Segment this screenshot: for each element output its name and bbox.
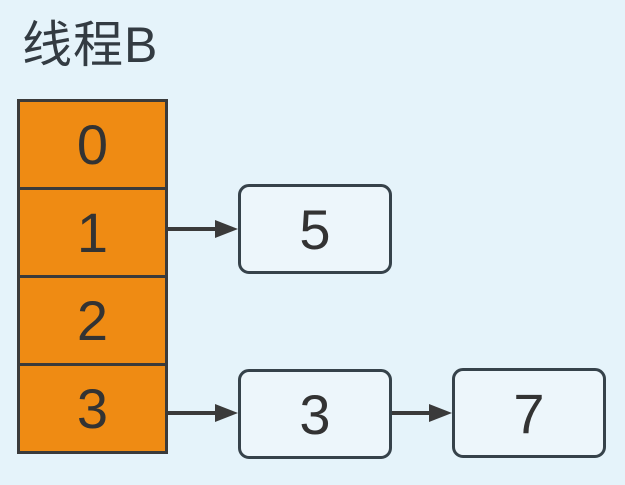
- arrow-bucket3-to-node3: [168, 404, 238, 422]
- arrow-shaft: [392, 411, 429, 415]
- hash-bucket-array: 0 1 2 3: [17, 99, 168, 454]
- list-node-5: 5: [238, 184, 392, 274]
- arrowhead-icon: [215, 220, 238, 238]
- list-node-3: 3: [238, 369, 392, 459]
- arrow-shaft: [168, 411, 215, 415]
- arrow-shaft: [168, 227, 215, 231]
- bucket-2: 2: [17, 275, 168, 366]
- list-node-7: 7: [452, 368, 606, 458]
- arrowhead-icon: [429, 404, 452, 422]
- bucket-1: 1: [17, 187, 168, 278]
- arrowhead-icon: [215, 404, 238, 422]
- arrow-bucket1-to-node5: [168, 220, 238, 238]
- arrow-node3-to-node7: [392, 404, 452, 422]
- page-title: 线程B: [22, 17, 159, 73]
- bucket-3: 3: [17, 363, 168, 454]
- bucket-0: 0: [17, 99, 168, 190]
